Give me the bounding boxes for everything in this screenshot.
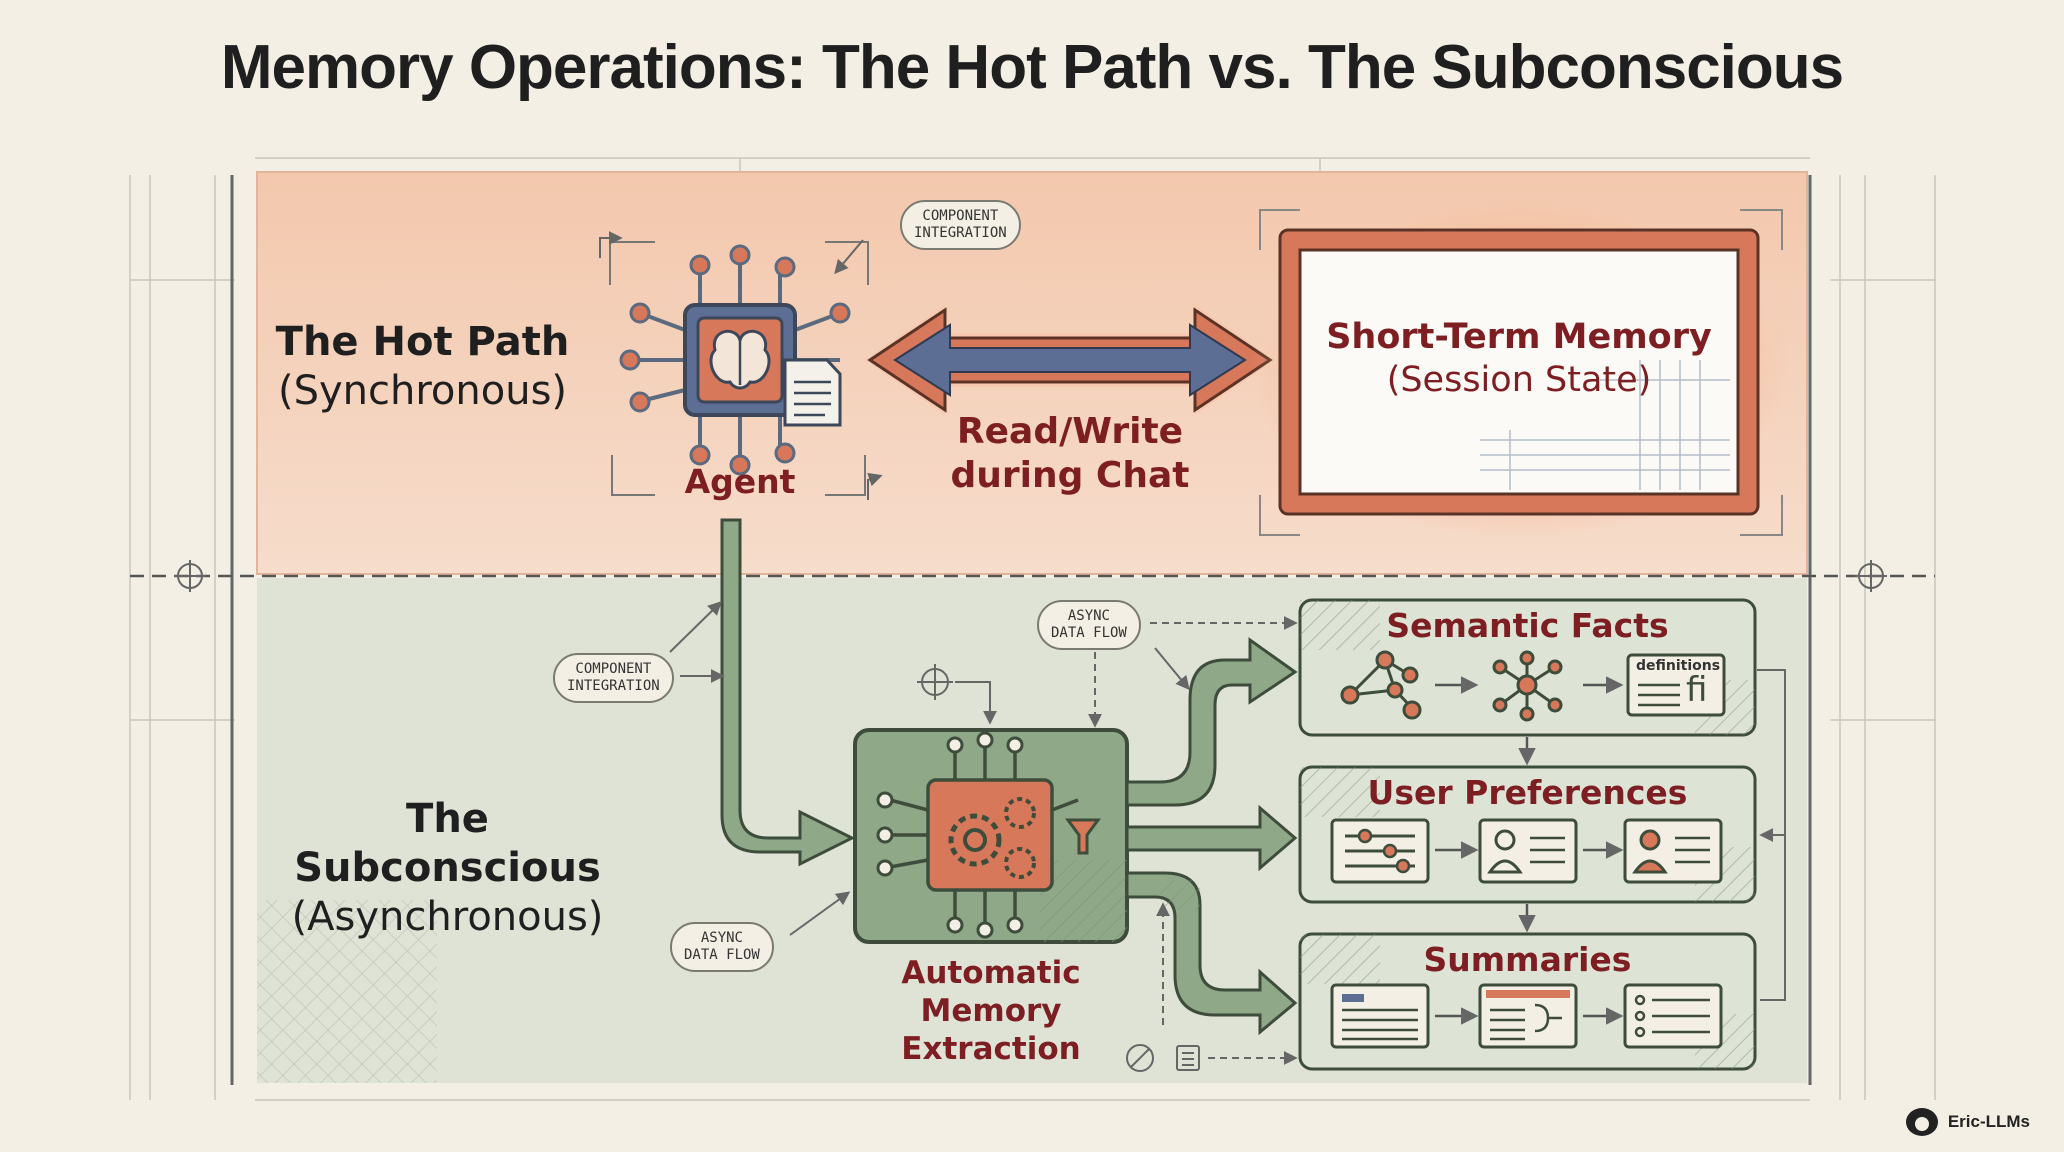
user-preferences-title: User Preferences [1367,773,1688,812]
agent-icon [619,244,851,476]
definitions-doc-icon [1626,653,1726,717]
crosshair-icon-left [174,560,206,592]
user-profile-highlight-icon [1623,818,1723,884]
semantic-facts-title: Semantic Facts [1386,606,1669,645]
memory-corner-brackets [1259,209,1783,536]
extraction-line1: Automatic Memory [901,955,1081,1029]
arrow-to-user-preferences [1125,804,1298,872]
component-integration-pill-top: COMPONENT INTEGRATION [900,200,1021,250]
graph-network-icon [1340,650,1422,720]
agent-label: Agent [684,462,796,501]
async-data-flow-pill-top: ASYNC DATA FLOW [1037,600,1141,650]
crosshair-icon-extractor [917,664,953,700]
component-integration-pill-left: COMPONENT INTEGRATION [553,653,674,703]
short-term-memory-label: Short-Term Memory (Session State) [1300,316,1738,401]
extraction-label: Automatic Memory Extraction [835,955,1147,1068]
footer-brand: Eric-LLMs [1905,1108,2030,1136]
crosshair-icon-right [1855,560,1887,592]
subconscious-sublabel: (Asynchronous) [291,893,604,940]
short-term-memory-title: Short-Term Memory [1326,317,1712,357]
short-term-memory-subtitle: (Session State) [1386,359,1652,400]
hot-path-sublabel: (Synchronous) [277,367,568,414]
subconscious-label: The Subconscious [294,796,601,891]
gears-icon [876,731,1101,939]
definitions-glyph: fi [1686,670,1708,710]
bullet-list-icon [1623,983,1723,1049]
user-profile-icon [1478,818,1578,884]
summaries-title: Summaries [1423,940,1632,979]
definitions-label: definitions [1636,658,1721,674]
read-write-line1: Read/Write [956,411,1184,452]
target-icon-bottom [1126,1044,1200,1072]
read-write-line2: during Chat [950,454,1190,496]
sliders-icon [1330,818,1430,884]
blueprint-frame [129,157,1936,1101]
corner-hatch [257,900,437,1083]
agent-to-extraction-arrow [720,518,856,867]
page-title: Memory Operations: The Hot Path vs. The … [220,33,1844,102]
inner-flow-arrows [1435,676,1624,1025]
hub-network-icon [1492,650,1563,722]
hot-path-label-group: The Hot Path (Synchronous) [255,318,590,416]
hot-path-label: The Hot Path [275,319,570,365]
read-write-label: Read/Write during Chat [920,410,1220,498]
arrow-to-semantic-facts [1125,637,1298,807]
memory-grid-lines [1480,360,1730,490]
footer-brand-text: Eric-LLMs [1947,1112,2030,1131]
annotation-leaders [599,231,1298,1065]
async-data-flow-pill-bottom: ASYNC DATA FLOW [670,922,774,972]
extraction-line2: Extraction [901,1030,1081,1067]
article-doc-icon [1330,983,1430,1049]
github-icon [1905,1108,1938,1136]
subconscious-label-group: The Subconscious (Asynchronous) [255,795,640,941]
condense-doc-icon [1478,983,1578,1049]
